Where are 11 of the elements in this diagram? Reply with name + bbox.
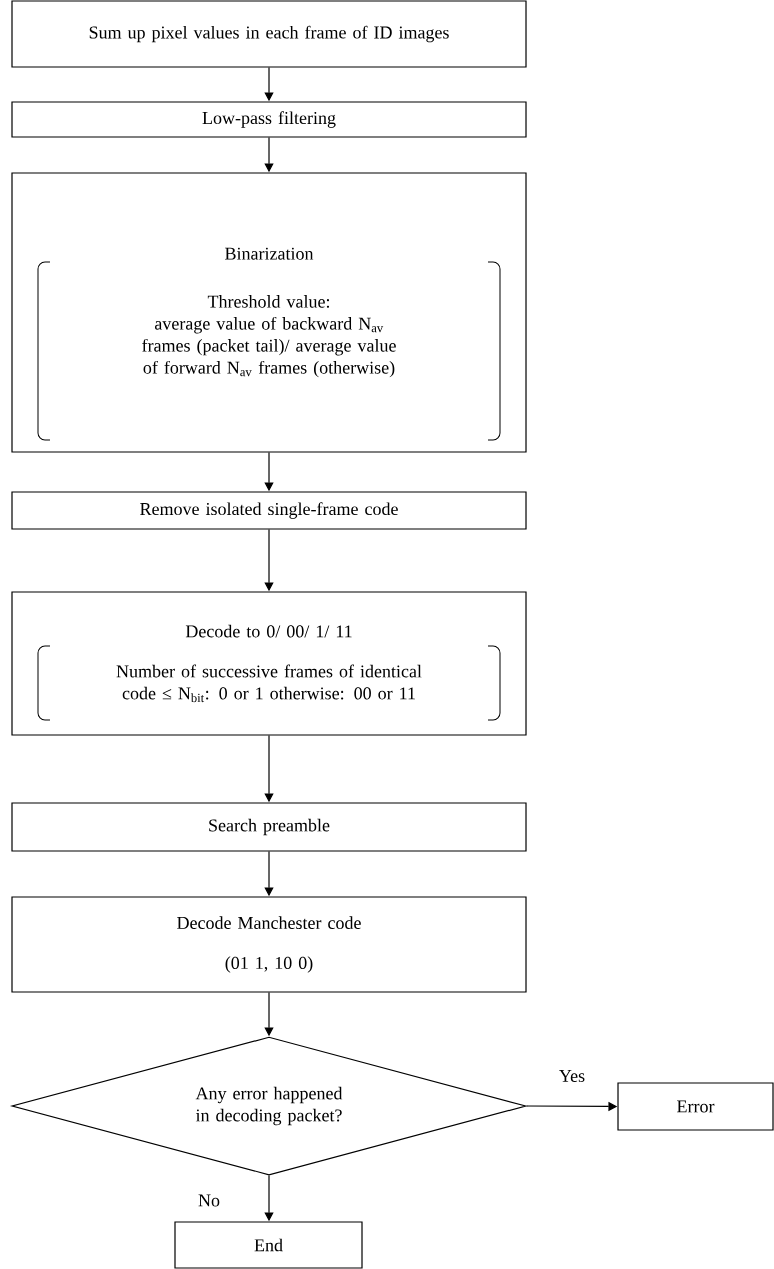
process-box: Low-pass filtering (11, 101, 527, 138)
edge-label: Yes (559, 1070, 585, 1082)
process-box: Search preamble (11, 802, 527, 852)
process-box: Sum up pixel values in each frame of ID images (11, 0, 527, 68)
process-box: Error (617, 1082, 774, 1131)
process-box: Decode to 0/ 00/ 1/ 11 Number of successive frames of identical code ≤ N$_{bit}$: 0 or 1 otherwise: 00 or 11 (11, 591, 527, 736)
edge-label: No (198, 1194, 220, 1207)
process-box: Remove isolated single-frame code (11, 491, 527, 530)
process-box: Binarization Threshold value: average value of backward N$_{av}$ frames (packet tail)/ average value of forward N$_{av}$ frames (otherwise) (11, 172, 527, 453)
process-box: Decode Manchester code (01 1, 10 0) (11, 896, 527, 993)
process-box: End (174, 1221, 363, 1269)
